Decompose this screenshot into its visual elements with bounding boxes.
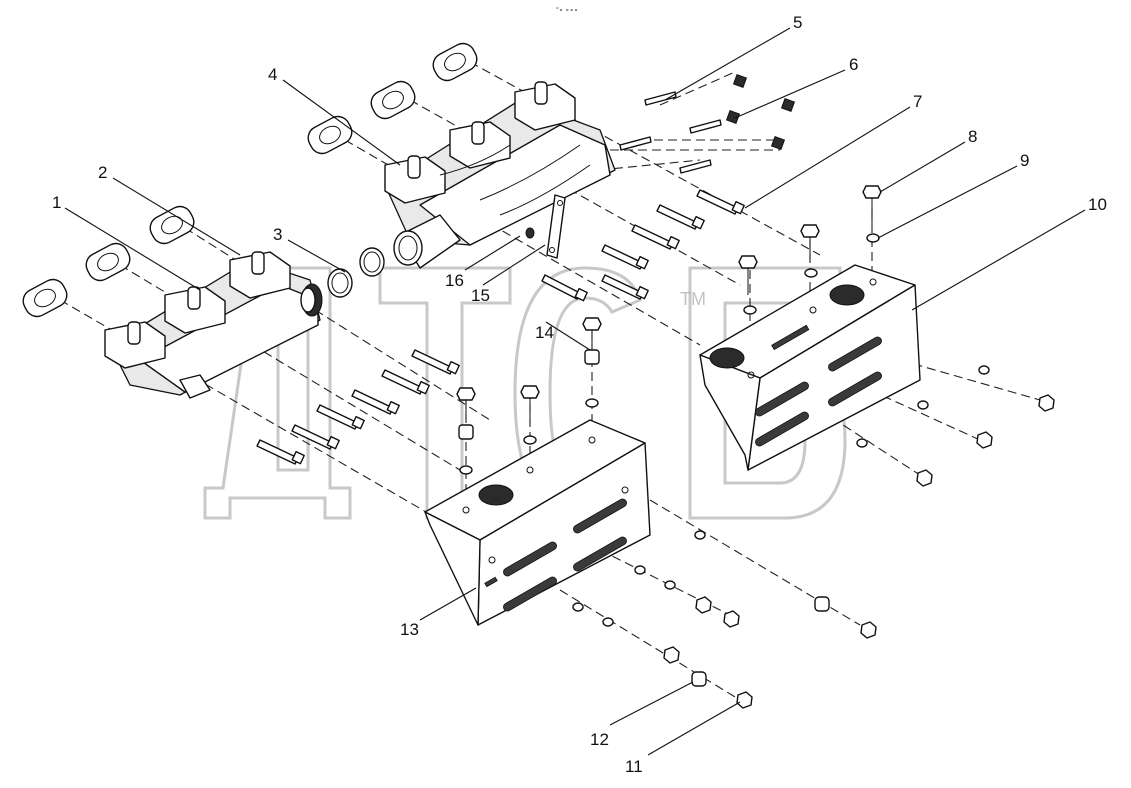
callout-10: 10	[1088, 195, 1107, 214]
exhaust-manifold-lower	[104, 251, 323, 399]
callout-2: 2	[98, 163, 107, 182]
callout-3: 3	[273, 225, 282, 244]
callout-12: 12	[590, 730, 609, 749]
callout-6: 6	[849, 55, 858, 74]
callout-1: 1	[52, 193, 61, 212]
callout-9: 9	[1020, 151, 1029, 170]
gasket-row-upper	[307, 42, 478, 155]
studs-and-nuts	[619, 73, 796, 174]
heat-shield-upper	[699, 264, 921, 471]
callout-5: 5	[793, 13, 802, 32]
callout-14: 14	[535, 323, 554, 342]
support-bracket	[525, 194, 566, 259]
shield-top-bolts	[456, 185, 882, 475]
callout-4: 4	[268, 65, 277, 84]
callout-7: 7	[913, 92, 922, 111]
callout-16: 16	[445, 271, 464, 290]
callout-8: 8	[968, 127, 977, 146]
callout-15: 15	[471, 286, 490, 305]
heat-shield-lower	[424, 419, 651, 626]
mounting-bolts	[256, 189, 745, 465]
callout-11: 11	[625, 757, 643, 776]
watermark-tm: TM	[680, 289, 706, 309]
shield-side-bolts	[572, 365, 1055, 709]
callout-labels: 1 2 3 4 5 6 7 8 9 10 11 12 13 14 15 16	[52, 13, 1107, 776]
seal-rings	[327, 247, 385, 298]
leader-lines	[64, 27, 1086, 756]
header-mark: °∘ ∘∘∘	[556, 6, 578, 14]
exhaust-manifold-upper	[384, 81, 616, 269]
gasket-row-lower	[22, 205, 195, 318]
callout-13: 13	[400, 620, 419, 639]
